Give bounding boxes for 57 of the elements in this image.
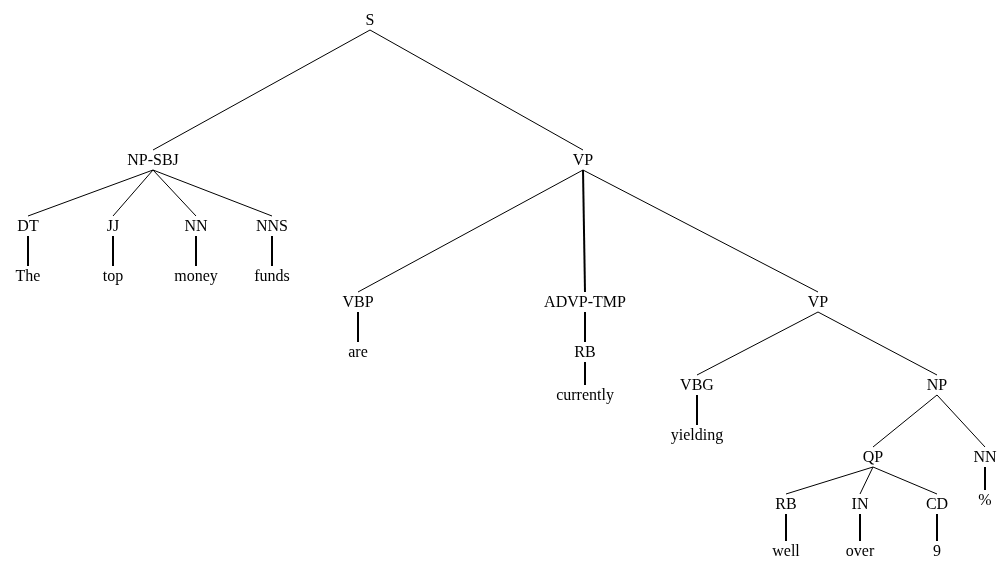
tree-branch: [696, 311, 819, 376]
tree-node-label: VP: [807, 293, 829, 311]
tree-node-label: NNS: [256, 217, 288, 235]
tree-node-label: NP: [926, 376, 948, 394]
tree-branch: [369, 29, 584, 151]
tree-branch: [152, 29, 371, 151]
tree-node-label: VBG: [680, 376, 714, 394]
tree-node-label: S: [365, 11, 375, 29]
tree-node-label: currently: [556, 386, 614, 404]
tree-node-label: The: [15, 267, 41, 285]
tree-node-label: are: [348, 343, 368, 361]
tree-branch: [984, 466, 986, 491]
tree-branch: [357, 169, 584, 293]
tree-node-label: NN: [973, 448, 997, 466]
tree-node-label: %: [978, 491, 992, 509]
tree-node-label: 9: [933, 542, 941, 560]
tree-node-label: JJ: [106, 217, 120, 235]
tree-branch: [27, 235, 29, 267]
tree-node-label: well: [772, 542, 800, 560]
tree-node-label: over: [845, 542, 875, 560]
tree-branch: [152, 169, 197, 217]
tree-branch: [936, 513, 938, 542]
tree-branch: [696, 394, 698, 426]
tree-node-label: IN: [851, 495, 869, 513]
tree-node-label: money: [174, 267, 218, 285]
tree-node-label: NP-SBJ: [127, 151, 179, 169]
tree-node-label: VP: [572, 151, 594, 169]
tree-node-label: funds: [254, 267, 290, 285]
tree-branch: [112, 235, 114, 267]
tree-branch: [112, 169, 154, 217]
tree-branch: [817, 311, 938, 376]
tree-branch: [584, 361, 586, 386]
tree-node-label: RB: [775, 495, 797, 513]
tree-branch: [27, 169, 154, 217]
tree-branch: [859, 513, 861, 542]
tree-branch: [584, 311, 586, 343]
tree-node-label: DT: [17, 217, 39, 235]
tree-branch: [785, 513, 787, 542]
tree-node-label: CD: [925, 495, 949, 513]
tree-node-label: NN: [184, 217, 208, 235]
tree-branch: [582, 169, 819, 293]
tree-branch: [936, 394, 986, 448]
tree-node-label: top: [102, 267, 124, 285]
tree-node-label: RB: [574, 343, 596, 361]
tree-branch: [872, 394, 938, 448]
tree-branch: [195, 235, 197, 267]
tree-branch: [859, 466, 874, 495]
tree-node-label: ADVP-TMP: [544, 293, 626, 311]
tree-node-label: yielding: [670, 426, 724, 444]
tree-branch: [357, 311, 359, 343]
tree-branch: [271, 235, 273, 267]
tree-branch: [785, 466, 874, 495]
tree-branch: [582, 169, 586, 293]
tree-node-label: VBP: [342, 293, 374, 311]
tree-branch: [872, 466, 938, 495]
tree-branch: [152, 169, 273, 217]
tree-node-label: QP: [862, 448, 884, 466]
